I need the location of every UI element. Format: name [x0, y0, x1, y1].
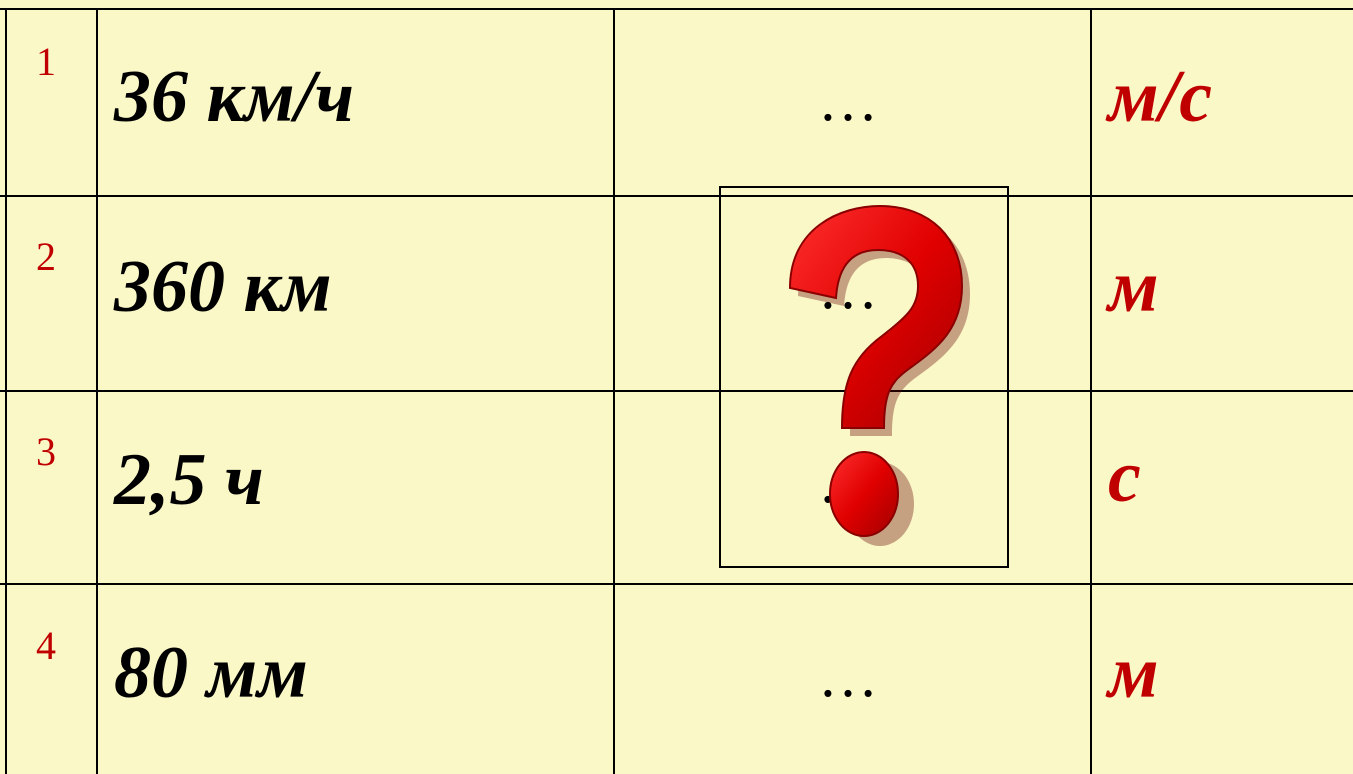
grid-line-col-1 [96, 8, 98, 774]
answer-placeholder: … [818, 67, 878, 133]
target-unit: м [1108, 632, 1159, 714]
grid-line-row-3 [0, 583, 1353, 585]
source-value: 360 км [114, 246, 332, 328]
grid-line-col-2 [613, 8, 615, 774]
row-number: 2 [36, 234, 56, 279]
row-number: 3 [36, 429, 56, 474]
target-unit: с [1108, 436, 1141, 518]
row-number: 1 [36, 39, 56, 84]
source-value: 2,5 ч [114, 439, 264, 521]
grid-line-row-2 [0, 390, 1353, 392]
grid-line-row-1 [0, 195, 1353, 197]
source-value: 36 км/ч [114, 56, 355, 138]
question-mark-icon [788, 204, 970, 546]
grid-line-col-3 [1090, 8, 1092, 774]
grid-line-top [0, 8, 1353, 10]
grid-line-left [5, 8, 7, 774]
source-value: 80 мм [114, 632, 308, 714]
answer-placeholder: … [818, 643, 878, 709]
question-frame [719, 186, 1009, 568]
target-unit: м/с [1108, 56, 1213, 138]
target-unit: м [1108, 246, 1159, 328]
row-number: 4 [36, 623, 56, 668]
